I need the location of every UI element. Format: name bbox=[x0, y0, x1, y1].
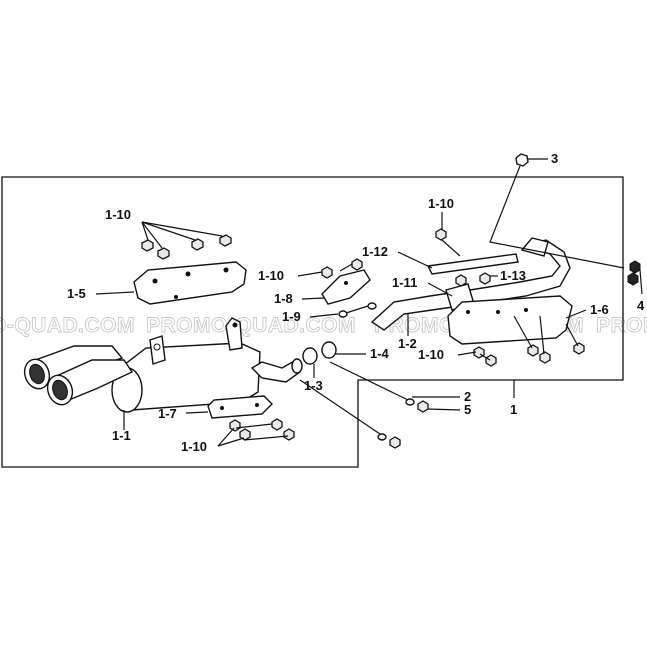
gasket-1-4 bbox=[321, 341, 337, 359]
heat-shield-1-8 bbox=[321, 269, 371, 305]
callout-1-10-a: 1-10 bbox=[105, 207, 131, 222]
bolt-icon bbox=[351, 258, 363, 271]
bolt-icon bbox=[455, 274, 467, 287]
header-flange bbox=[520, 237, 549, 257]
bolt-icon bbox=[485, 354, 497, 367]
muffler-assembly bbox=[23, 317, 303, 413]
bolt-icon bbox=[539, 351, 551, 364]
heat-shield-1-7 bbox=[207, 395, 273, 419]
bracket-hole bbox=[232, 322, 238, 328]
callout-1-10-c: 1-10 bbox=[258, 268, 284, 283]
watermark-1: PROMO-QUAD.COM bbox=[0, 314, 135, 337]
assembly-frame bbox=[1, 176, 624, 468]
bolt-icon bbox=[271, 418, 283, 431]
callout-1-4: 1-4 bbox=[370, 346, 390, 361]
callout-1-8: 1-8 bbox=[274, 291, 293, 306]
callout-1-6: 1-6 bbox=[590, 302, 609, 317]
callout-1-10-d: 1-10 bbox=[418, 347, 444, 362]
heat-shield-1-6-hole bbox=[524, 308, 528, 312]
heat-shield-1-6-hole bbox=[496, 310, 500, 314]
heat-shield-1-5-hole-c bbox=[223, 267, 229, 273]
heat-shield-1-5 bbox=[133, 261, 247, 305]
bolt-icon bbox=[573, 342, 585, 355]
bolt-icon bbox=[191, 238, 204, 251]
bolt-5 bbox=[389, 436, 401, 449]
nut-4 bbox=[629, 260, 641, 274]
watermark-2: PROMO-QUAD.COM bbox=[146, 314, 356, 337]
washer-1-9 bbox=[367, 302, 377, 310]
outlet-tip-lower-hole bbox=[52, 379, 68, 401]
callout-1-7: 1-7 bbox=[158, 406, 177, 421]
bolt-5 bbox=[417, 400, 429, 413]
bracket-1-12 bbox=[426, 253, 519, 275]
callout-1-1: 1-1 bbox=[112, 428, 131, 443]
bolt-icon bbox=[141, 239, 154, 252]
inlet-end bbox=[291, 358, 303, 374]
heat-shield-1-7-hole-a bbox=[220, 406, 224, 410]
callout-5: 5 bbox=[464, 402, 471, 417]
callout-labels: 3 1-10 1-10 1-12 1-10 1-11 1-13 1-5 1-8 … bbox=[67, 151, 645, 454]
heat-shield-1-6-hole bbox=[466, 310, 470, 314]
heat-shield-1-5-hole-a bbox=[152, 278, 158, 284]
heat-shield-1-5-hole-b bbox=[185, 271, 191, 277]
callout-1-10-e: 1-10 bbox=[181, 439, 207, 454]
bolts-1-6 bbox=[473, 342, 585, 367]
callout-1-10-b: 1-10 bbox=[428, 196, 454, 211]
bracket-left-hole bbox=[153, 343, 161, 351]
bolt-icon bbox=[157, 247, 170, 260]
bolt-icon bbox=[219, 234, 232, 247]
gasket-3 bbox=[515, 153, 529, 167]
washer-1-9 bbox=[338, 310, 348, 318]
callout-1-13: 1-13 bbox=[500, 268, 526, 283]
callout-1-11: 1-11 bbox=[392, 275, 417, 290]
washer-2 bbox=[377, 433, 387, 441]
callout-1-12: 1-12 bbox=[362, 244, 388, 259]
bolts-1-5 bbox=[141, 234, 232, 260]
bolt-icon bbox=[239, 428, 251, 441]
callout-1: 1 bbox=[510, 402, 517, 417]
heat-shield-1-5-hole-d bbox=[174, 295, 178, 299]
nut-4 bbox=[627, 272, 639, 286]
heat-shield-1-6 bbox=[447, 295, 573, 345]
bolt-icon bbox=[229, 419, 241, 432]
callout-4: 4 bbox=[637, 298, 645, 313]
heat-shield-1-8-hole bbox=[344, 281, 348, 285]
callout-1-3: 1-3 bbox=[304, 378, 323, 393]
callout-2: 2 bbox=[464, 389, 471, 404]
bolt-icon bbox=[435, 228, 447, 241]
washer-2 bbox=[405, 398, 415, 406]
callout-1-9: 1-9 bbox=[282, 309, 301, 324]
bolt-icon bbox=[321, 266, 333, 279]
callout-3: 3 bbox=[551, 151, 558, 166]
callout-1-2: 1-2 bbox=[398, 336, 417, 351]
muffler-bracket-top bbox=[225, 317, 243, 351]
bolt-icon bbox=[479, 272, 491, 285]
watermark-4: PROMO-QUAD.COM bbox=[596, 314, 647, 337]
bolt-icon bbox=[527, 344, 539, 357]
outlet-tip-upper-hole bbox=[29, 363, 45, 385]
leader-lines bbox=[95, 158, 643, 447]
gasket-1-3 bbox=[302, 347, 318, 365]
callout-1-5: 1-5 bbox=[67, 286, 86, 301]
heat-shield-1-7-hole-b bbox=[255, 403, 259, 407]
bolt-icon bbox=[283, 428, 295, 441]
